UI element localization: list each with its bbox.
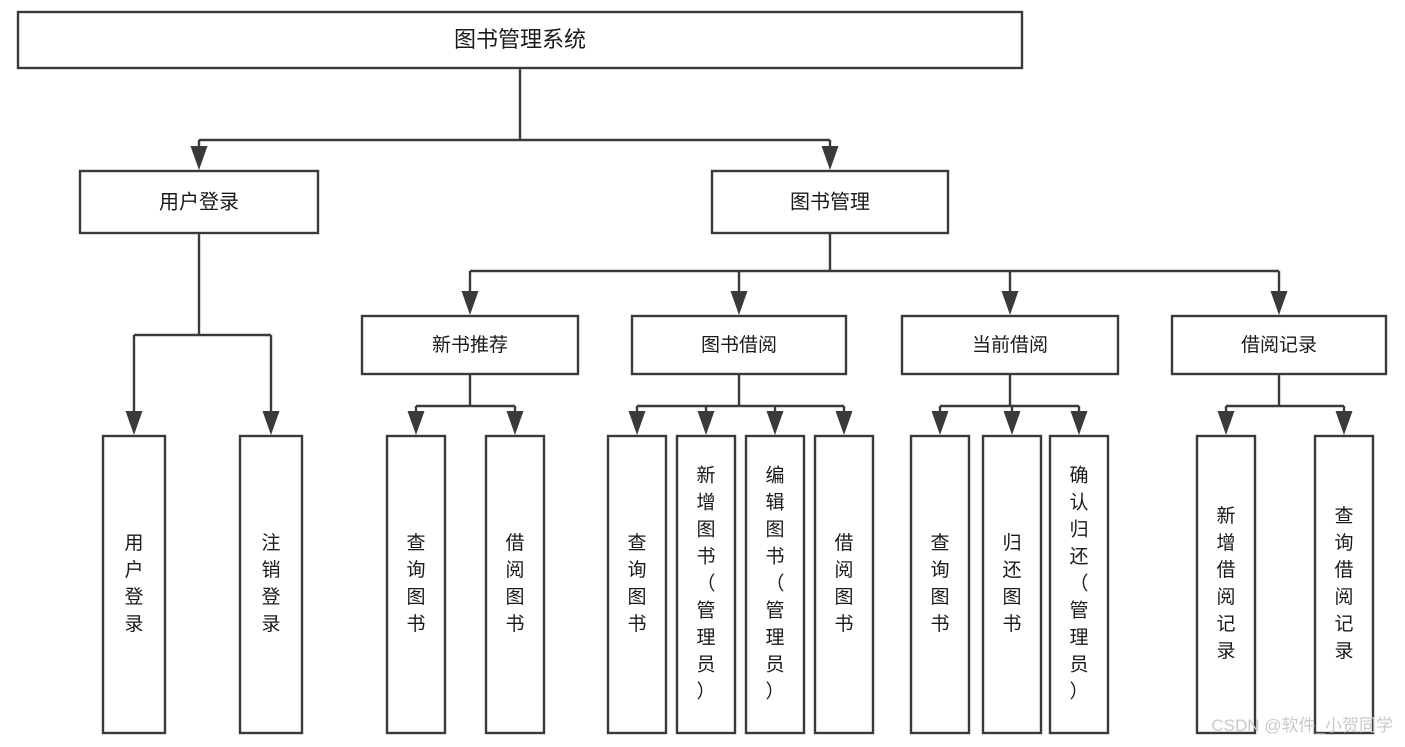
node-label-current: 当前借阅 xyxy=(972,334,1048,356)
connector-borrow-to-leaves xyxy=(628,374,853,435)
connector-newbook-to-leaves xyxy=(407,374,524,435)
connector-records-to-leaves xyxy=(1217,374,1353,435)
node-new_book_leaf_2[interactable]: 借阅图书 xyxy=(484,434,546,735)
node-borrow_leaf_3[interactable]: 编辑图书（管理员） xyxy=(744,434,806,735)
node-new_book_leaf_1[interactable]: 查询图书 xyxy=(385,434,447,735)
node-borrow_leaf_2[interactable]: 新增图书（管理员） xyxy=(675,434,737,735)
node-layer: 图书管理系统用户登录图书管理新书推荐图书借阅当前借阅借阅记录用户登录注销登录查询… xyxy=(16,10,1388,735)
node-login_leaf_2[interactable]: 注销登录 xyxy=(238,434,304,735)
node-borrow_leaf_1[interactable]: 查询图书 xyxy=(606,434,668,735)
node-label-book_mgmt: 图书管理 xyxy=(790,190,870,213)
node-book_mgmt[interactable]: 图书管理 xyxy=(710,169,950,235)
connector-layer xyxy=(125,68,1353,435)
node-records_leaf_1[interactable]: 新增借阅记录 xyxy=(1195,434,1257,735)
node-login[interactable]: 用户登录 xyxy=(78,169,320,235)
watermark-label: CSDN @软件_小贺同学 xyxy=(1211,716,1393,735)
node-current_leaf_1[interactable]: 查询图书 xyxy=(909,434,971,735)
node-root[interactable]: 图书管理系统 xyxy=(16,10,1024,70)
node-label-new_book: 新书推荐 xyxy=(432,334,508,356)
node-login_leaf_1[interactable]: 用户登录 xyxy=(101,434,167,735)
connector-login-to-leaves xyxy=(125,233,280,435)
node-label-borrow: 图书借阅 xyxy=(701,334,777,356)
node-label-records_leaf_2: 查询借阅记录 xyxy=(1334,505,1353,662)
node-label-login: 用户登录 xyxy=(159,190,239,213)
node-label-login_leaf_1: 用户登录 xyxy=(124,533,143,635)
connector-bookmgmt-to-level2 xyxy=(461,233,1288,315)
node-current_leaf_3[interactable]: 确认归还（管理员） xyxy=(1048,434,1110,735)
node-label-current_leaf_1: 查询图书 xyxy=(930,532,949,635)
node-records[interactable]: 借阅记录 xyxy=(1170,314,1388,376)
node-new_book[interactable]: 新书推荐 xyxy=(360,314,580,376)
node-records_leaf_2[interactable]: 查询借阅记录 xyxy=(1313,434,1375,735)
node-label-borrow_leaf_1: 查询图书 xyxy=(627,532,646,635)
node-current[interactable]: 当前借阅 xyxy=(900,314,1120,376)
node-current_leaf_2[interactable]: 归还图书 xyxy=(981,434,1043,735)
node-borrow[interactable]: 图书借阅 xyxy=(630,314,848,376)
node-label-current_leaf_3: 确认归还（管理员） xyxy=(1069,465,1088,703)
node-label-borrow_leaf_2: 新增图书（管理员） xyxy=(696,465,715,703)
node-label-borrow_leaf_4: 借阅图书 xyxy=(834,532,853,635)
node-label-records: 借阅记录 xyxy=(1241,334,1317,356)
connector-current-to-leaves xyxy=(931,374,1088,435)
node-label-current_leaf_2: 归还图书 xyxy=(1002,532,1021,635)
node-label-records_leaf_1: 新增借阅记录 xyxy=(1216,505,1235,662)
node-label-root: 图书管理系统 xyxy=(454,27,586,52)
node-label-login_leaf_2: 注销登录 xyxy=(261,532,280,635)
node-borrow_leaf_4[interactable]: 借阅图书 xyxy=(813,434,875,735)
node-label-new_book_leaf_2: 借阅图书 xyxy=(505,532,524,635)
connector-root-to-level1 xyxy=(190,68,839,170)
node-label-borrow_leaf_3: 编辑图书（管理员） xyxy=(765,465,784,703)
node-label-new_book_leaf_1: 查询图书 xyxy=(406,532,425,635)
